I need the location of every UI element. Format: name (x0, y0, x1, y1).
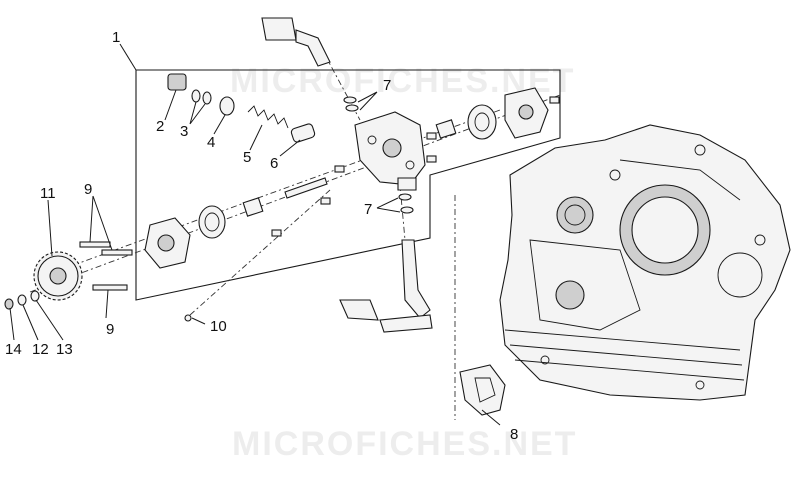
oil-pipe-bottom (339, 239, 433, 333)
assembly-frame (135, 69, 561, 301)
callout-9-top: 9 (84, 181, 92, 198)
screws-9 (79, 241, 133, 291)
rotor-left (198, 205, 226, 239)
gear-11 (33, 251, 83, 301)
leader-lines (9, 43, 501, 426)
plug-2 (167, 73, 187, 91)
washer-13 (30, 290, 40, 302)
washers-3 (191, 89, 212, 105)
pump-shaft (242, 119, 457, 217)
crankcase (499, 124, 791, 401)
washer-12 (17, 294, 27, 306)
pin-10 (184, 314, 192, 322)
callout-7-top: 7 (383, 77, 391, 94)
cover-plate-8 (459, 364, 506, 416)
watermark-bottom: MICROFICHES.NET (232, 425, 577, 463)
rotor-right (467, 104, 497, 140)
callout-4: 4 (207, 134, 215, 151)
callout-11: 11 (40, 185, 56, 202)
oil-pump-body (354, 111, 426, 191)
callout-8: 8 (510, 426, 518, 443)
callout-2: 2 (156, 118, 164, 135)
callout-9-bottom: 9 (106, 321, 114, 338)
callout-13: 13 (56, 341, 73, 358)
callout-14: 14 (5, 341, 22, 358)
callout-12: 12 (32, 341, 49, 358)
dowel-pins (271, 96, 560, 237)
callout-6: 6 (270, 155, 278, 172)
callout-5: 5 (243, 149, 251, 166)
oil-pipe-top (261, 17, 331, 67)
nut-14 (4, 298, 14, 310)
spring-5 (247, 105, 289, 129)
callout-1: 1 (112, 29, 120, 46)
o-rings-7 (343, 96, 414, 214)
callout-7-bottom: 7 (364, 201, 372, 218)
piston-6 (290, 123, 316, 143)
callout-3: 3 (180, 123, 188, 140)
callout-10: 10 (210, 318, 227, 335)
pump-cover-right (504, 87, 549, 139)
seal-ring-4 (219, 96, 235, 116)
pump-cover-left (144, 217, 191, 269)
